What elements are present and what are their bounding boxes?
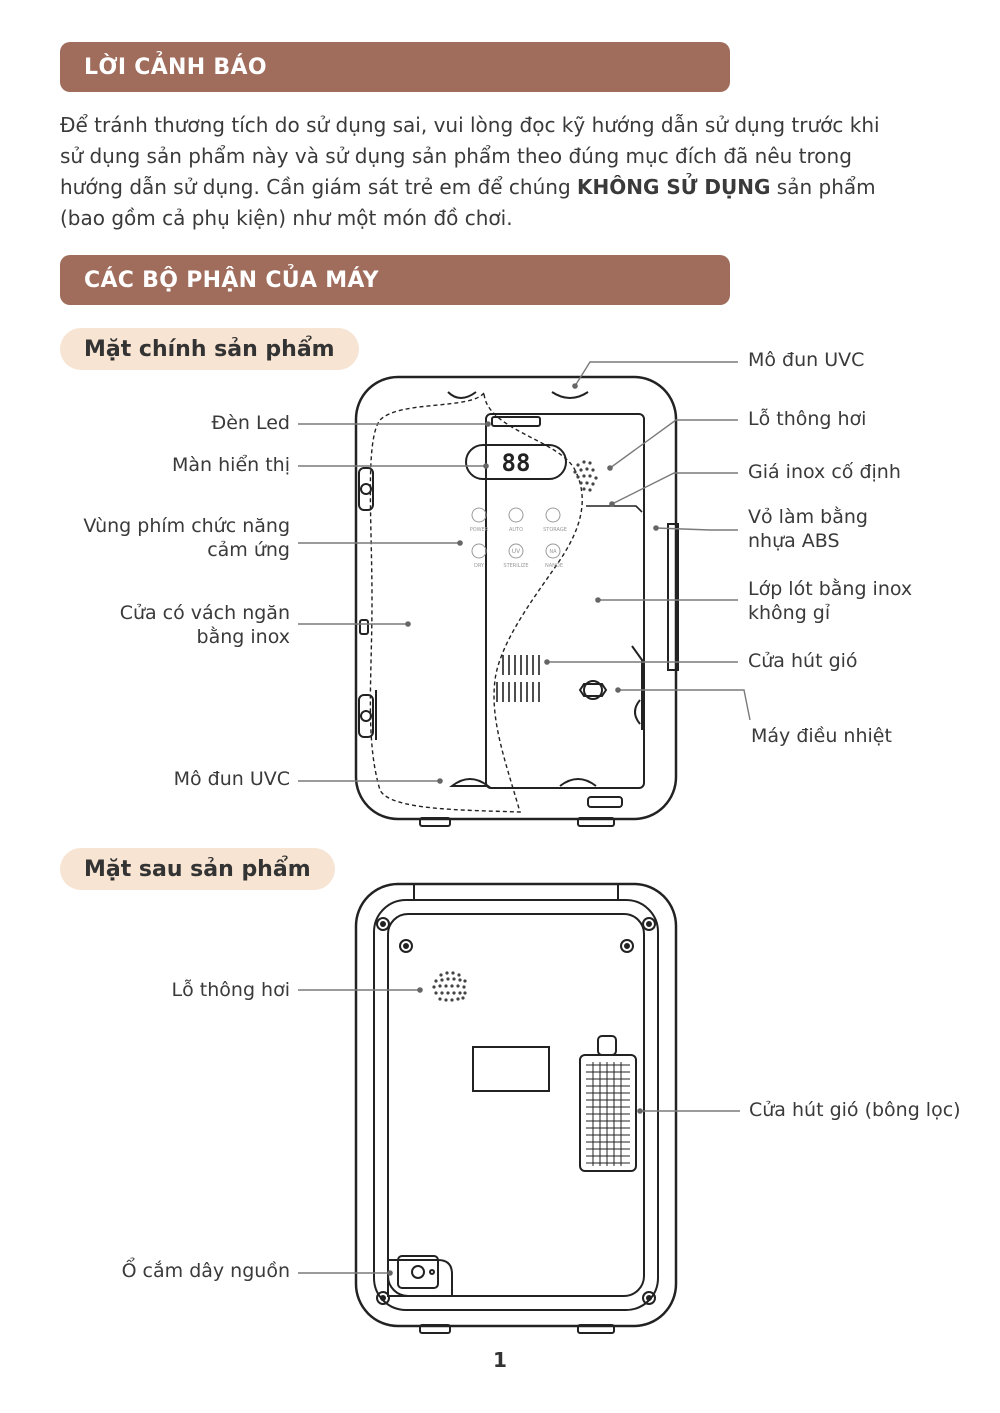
label-vent-back: Lỗ thông hơi [171, 979, 290, 1001]
warning-line-4: (bao gồm cả phụ kiện) như một món đồ chơ… [60, 206, 513, 230]
label-power-socket: Ổ cắm dây nguồn [121, 1260, 290, 1282]
warning-line-3a: hướng dẫn sử dụng. Cần giám sát trẻ em đ… [60, 175, 577, 199]
display-digits: 88 [502, 449, 531, 477]
front-device-outline [354, 375, 679, 827]
label-thermostat: Máy điều nhiệt [751, 725, 892, 747]
front-air-intake-grill [496, 655, 540, 702]
btn-label-power: POWER [470, 527, 489, 533]
btn-label-nanoe: NANOE [545, 563, 563, 569]
label-door: Cửa có vách ngăn bằng inox [119, 602, 290, 648]
back-filter-grill [586, 1062, 630, 1166]
storage-icon [545, 507, 561, 523]
btn-label-storage: STORAGE [543, 527, 567, 533]
warning-line-1: Để tránh thương tích do sử dụng sai, vui… [60, 113, 880, 137]
nanoe-glyph: NA [549, 549, 557, 555]
dry-icon [471, 543, 487, 559]
label-shell: Vỏ làm bằng nhựa ABS [748, 506, 868, 552]
leader-dots [387, 383, 659, 1276]
btn-label-auto: AUTO [509, 527, 523, 533]
warning-title: LỜI CẢNH BÁO [84, 54, 267, 80]
leader-lines [298, 361, 751, 1274]
warning-line-3b: sản phẩm [770, 175, 876, 199]
label-display: Màn hiển thị [172, 454, 290, 476]
warning-banner: LỜI CẢNH BÁO [60, 42, 730, 92]
parts-banner: CÁC BỘ PHẬN CỦA MÁY [60, 255, 730, 305]
nanoe-icon [545, 543, 561, 559]
front-view-heading: Mặt chính sản phẩm [60, 328, 359, 370]
label-liner: Lớp lót bằng inox không gỉ [748, 578, 913, 624]
parts-title: CÁC BỘ PHẬN CỦA MÁY [84, 267, 379, 293]
label-touch-keys: Vùng phím chức năng cảm ứng [83, 515, 290, 561]
uv-icon [508, 543, 524, 559]
back-device-outline [354, 882, 678, 1334]
warning-line-3: hướng dẫn sử dụng. Cần giám sát trẻ em đ… [60, 172, 940, 203]
label-intake-front: Cửa hút gió [748, 650, 858, 672]
auto-icon [508, 507, 524, 523]
label-intake-back: Cửa hút gió (bông lọc) [749, 1099, 961, 1121]
label-rack: Giá inox cố định [748, 461, 901, 483]
warning-line-2: sử dụng sản phẩm này và sử dụng sản phẩm… [60, 144, 852, 168]
touch-panel [471, 507, 561, 559]
label-uvc-bottom: Mô đun UVC [173, 768, 290, 790]
label-led: Đèn Led [211, 412, 291, 434]
front-vent-holes [573, 460, 598, 492]
back-view-heading: Mặt sau sản phẩm [60, 848, 335, 890]
back-vent-holes [432, 971, 467, 1002]
uv-glyph: UV [512, 548, 521, 555]
warning-emphasis: KHÔNG SỬ DỤNG [577, 175, 771, 199]
power-icon [471, 507, 487, 523]
btn-label-sterilize: STERILIZE [503, 563, 528, 569]
label-uvc-top: Mô đun UVC [748, 349, 865, 371]
btn-label-dry: DRY [474, 563, 485, 569]
door-dashed-outline [369, 392, 583, 813]
page-number: 1 [493, 1348, 507, 1372]
label-vent-front: Lỗ thông hơi [748, 408, 867, 430]
warning-paragraph: Để tránh thương tích do sử dụng sai, vui… [60, 110, 940, 234]
